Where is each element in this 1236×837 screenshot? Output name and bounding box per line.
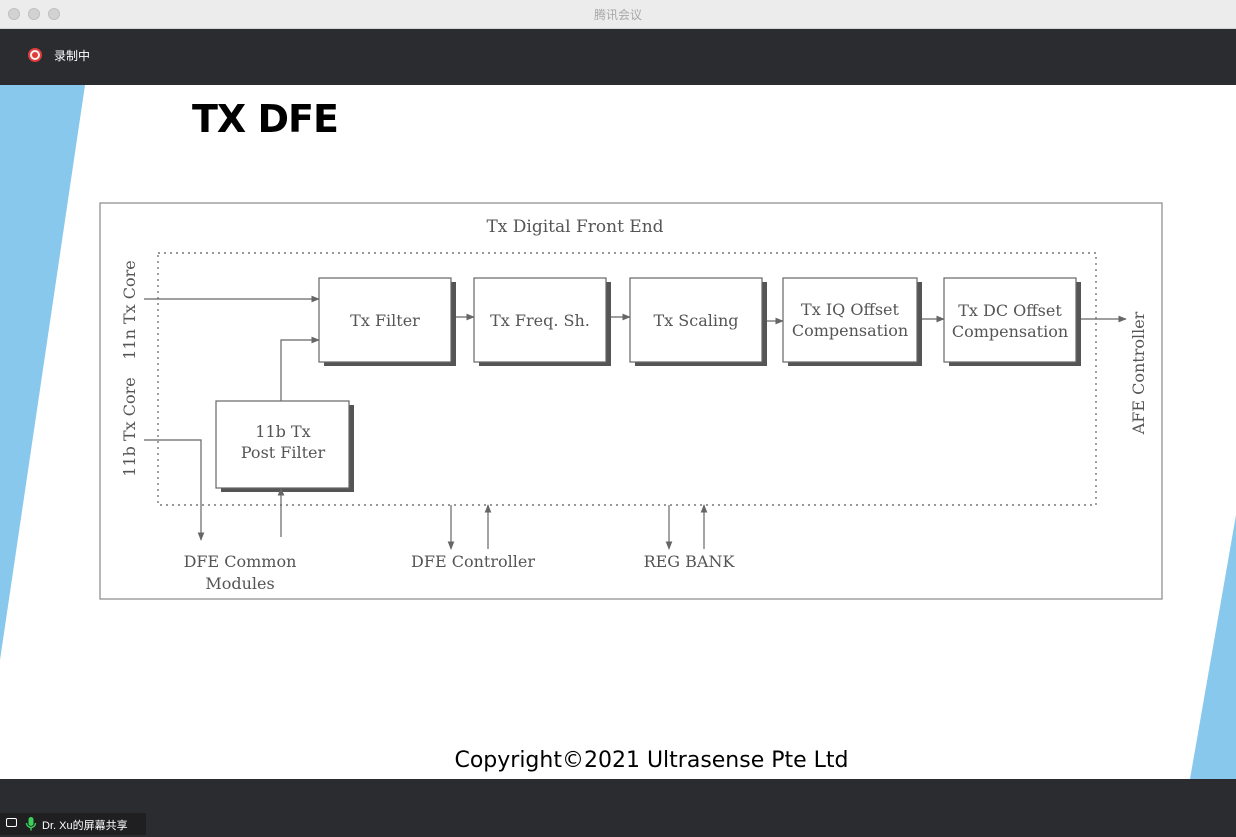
zoom-window-button[interactable] <box>48 8 60 20</box>
diagram-frame <box>99 202 1163 600</box>
screen-share-badge[interactable]: Dr. Xu的屏幕共享 <box>0 813 146 835</box>
slide-decor <box>0 85 1236 779</box>
label-afe-controller: AFE Controller <box>1129 311 1148 435</box>
arrow-post-filter-to-filter <box>280 336 320 401</box>
slide-copyright: Copyright©2021 Ultrasense Pte Ltd <box>454 748 849 773</box>
post-filter-label-line2: Post Filter <box>241 443 326 462</box>
microphone-icon <box>25 817 37 831</box>
label-dfe-common-line1: DFE Common <box>184 552 297 571</box>
tx-dfe-block-diagram: Tx Digital Front End Tx Filter Tx Freq. … <box>99 202 1163 600</box>
recording-bar <box>0 29 1236 85</box>
tx-dc-offset-label-line1: Tx DC Offset <box>958 301 1062 320</box>
tx-iq-offset-block <box>782 277 918 363</box>
minimize-window-button[interactable] <box>28 8 40 20</box>
arrow-11b-core-to-common <box>144 439 205 541</box>
screen-share-label: Dr. Xu的屏幕共享 <box>42 820 128 832</box>
tx-iq-offset-label-line2: Compensation <box>792 321 908 340</box>
post-filter-block <box>215 400 350 489</box>
label-reg-bank: REG BANK <box>644 552 736 571</box>
tx-filter-label: Tx Filter <box>350 311 420 330</box>
tx-filter-block <box>318 277 452 363</box>
label-11n-tx-core: 11n Tx Core <box>120 260 139 360</box>
tx-scaling-label: Tx Scaling <box>653 311 738 330</box>
close-window-button[interactable] <box>8 8 20 20</box>
dfe-boundary <box>157 252 1097 506</box>
screen-share-icon <box>6 818 17 827</box>
tx-dc-offset-block <box>943 277 1077 363</box>
right-accent-stripe <box>1190 515 1236 779</box>
tx-dc-offset-label-line2: Compensation <box>952 322 1068 341</box>
label-11b-tx-core: 11b Tx Core <box>120 377 139 476</box>
slide-title: TX DFE <box>192 97 339 141</box>
window-titlebar: 腾讯会议 <box>0 0 1236 29</box>
tx-iq-offset-label-line1: Tx IQ Offset <box>801 300 899 319</box>
shared-slide: TX DFE Tx Digital Front End Tx Fi <box>0 85 1236 779</box>
tx-freq-shift-block <box>473 277 607 363</box>
recording-status[interactable]: 录制中 <box>54 49 91 63</box>
left-accent-stripe <box>0 85 85 660</box>
post-filter-label-line1: 11b Tx <box>255 422 310 441</box>
frame-label: Tx Digital Front End <box>486 217 663 237</box>
record-icon[interactable] <box>28 48 42 62</box>
tx-freq-shift-label: Tx Freq. Sh. <box>490 311 590 330</box>
tx-scaling-block <box>629 277 763 363</box>
label-dfe-controller: DFE Controller <box>411 552 535 571</box>
window-title: 腾讯会议 <box>593 8 642 22</box>
meeting-bottom-bar <box>0 779 1236 837</box>
label-dfe-common-line2: Modules <box>205 574 274 593</box>
